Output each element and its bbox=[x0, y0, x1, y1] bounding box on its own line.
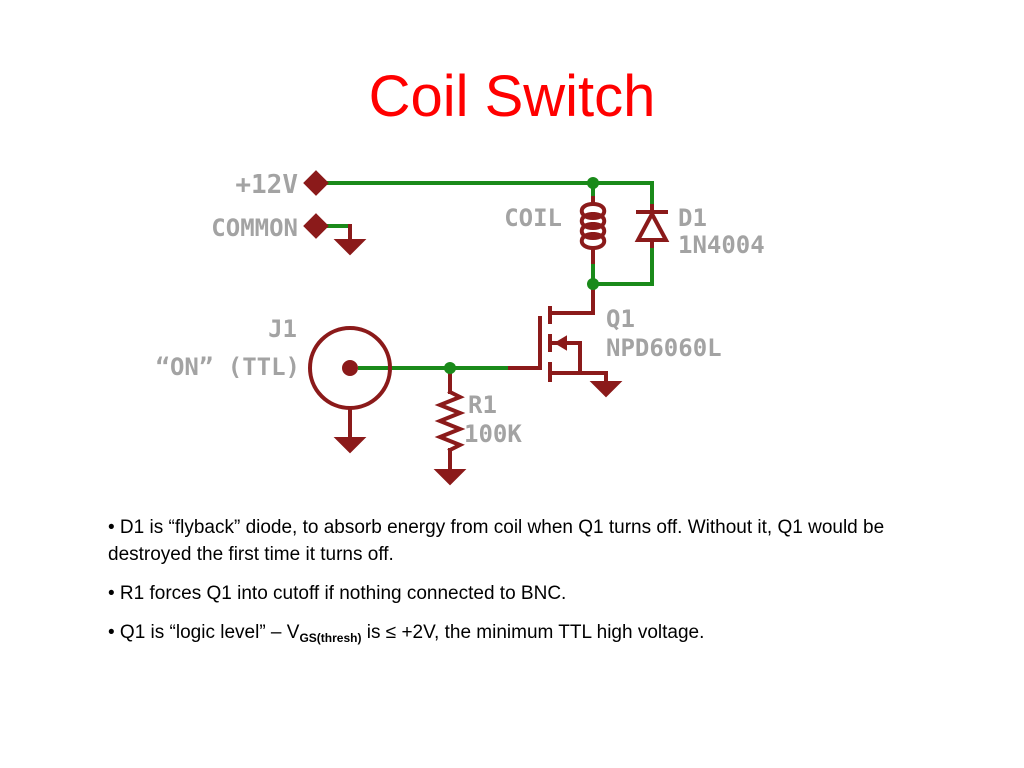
label-r1-ref: R1 bbox=[468, 391, 497, 419]
bnc-ground-icon bbox=[333, 437, 367, 454]
label-common: COMMON bbox=[211, 214, 298, 242]
bnc-connector-icon bbox=[308, 326, 392, 438]
junction-drain bbox=[587, 278, 599, 290]
circuit-schematic: +12V COMMON COIL D1 1N4004 Q1 NPD6060L J… bbox=[156, 170, 765, 486]
diode-icon bbox=[634, 204, 670, 248]
coil-inductor-icon bbox=[579, 196, 607, 264]
components bbox=[303, 170, 670, 486]
resistor-icon bbox=[434, 366, 466, 470]
bullet-list: • D1 is “flyback” diode, to absorb energ… bbox=[108, 514, 928, 658]
bullet-logic-level: • Q1 is “logic level” – VGS(thresh) is ≤… bbox=[108, 619, 928, 646]
common-ground-icon bbox=[333, 239, 367, 256]
bullet-logic-subscript: GS(thresh) bbox=[299, 631, 362, 645]
bullet-flyback: • D1 is “flyback” diode, to absorb energ… bbox=[108, 517, 885, 565]
mosfet-ground-icon bbox=[589, 381, 623, 398]
slide-title: Coil Switch bbox=[368, 64, 656, 129]
junction-gate bbox=[444, 362, 456, 374]
label-d1-ref: D1 bbox=[678, 204, 707, 232]
junction-supply bbox=[587, 177, 599, 189]
label-d1-part: 1N4004 bbox=[678, 231, 765, 259]
label-r1-value: 100K bbox=[464, 420, 522, 448]
common-terminal bbox=[303, 213, 329, 239]
bullet-logic-prefix: • Q1 is “logic level” – V bbox=[108, 622, 300, 643]
mosfet-icon bbox=[508, 282, 608, 382]
junctions bbox=[444, 177, 599, 374]
resistor-ground-icon bbox=[433, 469, 467, 486]
label-supply: +12V bbox=[235, 170, 298, 200]
bullet-cutoff: • R1 forces Q1 into cutoff if nothing co… bbox=[108, 583, 567, 604]
label-q1-part: NPD6060L bbox=[606, 334, 722, 362]
bullet-logic-suffix: is ≤ +2V, the minimum TTL high voltage. bbox=[361, 622, 705, 643]
label-coil: COIL bbox=[504, 204, 562, 232]
supply-terminal bbox=[303, 170, 329, 196]
label-q1-ref: Q1 bbox=[606, 305, 635, 333]
label-j1-ref: J1 bbox=[268, 315, 297, 343]
label-j1-desc: “ON” (TTL) bbox=[156, 353, 301, 381]
